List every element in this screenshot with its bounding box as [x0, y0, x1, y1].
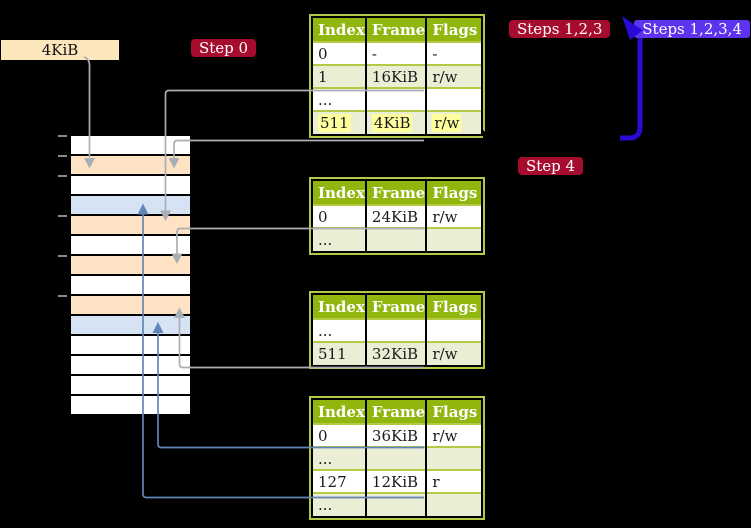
table-row: ... [313, 87, 482, 111]
table-cell [425, 227, 482, 251]
step-0-badge: Step 0 [191, 39, 257, 57]
table-cell: 4KiB [364, 110, 427, 134]
table-cell: 1 [313, 64, 366, 88]
table-cell [425, 446, 482, 470]
memory-frame-row-white [71, 176, 190, 196]
table-cell: 36KiB [364, 423, 427, 447]
column-header: Flags [425, 181, 482, 205]
column-header: Index [313, 295, 366, 319]
steps-123-badge: Steps 1,2,3 [509, 20, 611, 38]
table-cell: r/w [425, 341, 482, 365]
table-cell: 16KiB [364, 64, 427, 88]
table-cell: - [364, 41, 427, 65]
table-cell: ... [313, 227, 366, 251]
table-row: 511 4KiB r/w [313, 110, 482, 134]
table-cell: r/w [425, 110, 482, 134]
highlighted-value: 4KiB [371, 114, 413, 132]
table-cell: ... [313, 446, 366, 470]
column-header: Frame [364, 295, 427, 319]
memory-frame-row-white [71, 376, 190, 396]
table-cell: r/w [425, 423, 482, 447]
table-cell [364, 318, 427, 342]
table-cell: - [425, 41, 482, 65]
highlighted-value: 511 [318, 114, 351, 132]
table-cell: r/w [425, 204, 482, 228]
highlighted-value: r/w [432, 114, 462, 132]
memory-frame-row-orange [71, 216, 190, 236]
column-header: Frame [364, 181, 427, 205]
table-row: ... [313, 446, 482, 470]
table-cell: 0 [313, 423, 366, 447]
table-row: ... [313, 492, 482, 516]
table-cell [364, 446, 427, 470]
table-cell: 12KiB [364, 469, 427, 493]
column-header: Frame [364, 18, 427, 42]
table-cell: 127 [313, 469, 366, 493]
steps-1234-badge: Steps 1,2,3,4 [634, 20, 750, 38]
table-cell: 511 [313, 341, 366, 365]
table-row: 0-- [313, 41, 482, 65]
table-cell: 32KiB [364, 341, 427, 365]
arrow-entry511-to-frame-4kib [168, 139, 424, 169]
table-cell [364, 492, 427, 516]
column-header: Index [313, 400, 366, 424]
table-cell [364, 87, 427, 111]
table-cell: r/w [425, 64, 482, 88]
address-tick [58, 295, 67, 297]
table-cell: ... [313, 318, 366, 342]
memory-frame-row-blue [71, 196, 190, 216]
table-cell [425, 87, 482, 111]
address-tick [58, 215, 67, 217]
table-cell: 511 [313, 110, 366, 134]
column-header: Flags [425, 295, 482, 319]
memory-frame-row-white [71, 276, 190, 296]
table-cell: 0 [313, 41, 366, 65]
memory-frame-row-white [71, 336, 190, 356]
column-header: Index [313, 18, 366, 42]
table-cell [364, 227, 427, 251]
frame-address-label: 4KiB [1, 40, 119, 60]
table-cell: 24KiB [364, 204, 427, 228]
memory-frame-row-white [71, 396, 190, 416]
table-cell: 0 [313, 204, 366, 228]
address-tick [58, 175, 67, 177]
memory-frame-row-white [71, 356, 190, 376]
table-cell: ... [313, 87, 366, 111]
memory-frame-row-orange [71, 156, 190, 176]
address-tick [58, 255, 67, 257]
column-header: Frame [364, 400, 427, 424]
table-cell [425, 492, 482, 516]
physical-memory-column [71, 136, 190, 416]
memory-frame-row-white [71, 136, 190, 156]
memory-frame-row-white [71, 236, 190, 256]
table-row: ... [313, 318, 482, 342]
memory-frame-row-blue [71, 316, 190, 336]
table-cell: r [425, 469, 482, 493]
table-cell: ... [313, 492, 366, 516]
column-header: Flags [425, 400, 482, 424]
address-tick [58, 155, 67, 157]
table-row: ... [313, 227, 482, 251]
address-tick [58, 135, 67, 137]
column-header: Flags [425, 18, 482, 42]
table-cell [425, 318, 482, 342]
column-header: Index [313, 181, 366, 205]
memory-frame-row-orange [71, 256, 190, 276]
memory-frame-row-orange [71, 296, 190, 316]
step-4-badge: Step 4 [518, 157, 584, 175]
